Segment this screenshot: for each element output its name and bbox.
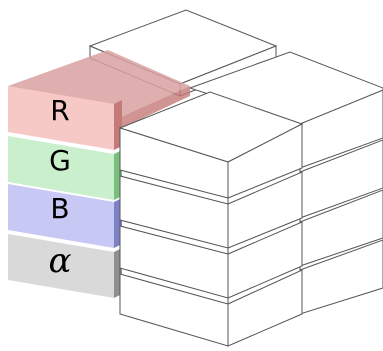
channel-g-label: G — [49, 144, 71, 177]
front-slab-3-side — [227, 221, 303, 299]
channel-r-label: R — [50, 94, 69, 127]
channel-a-label: α — [49, 241, 72, 281]
front-cube-stack — [118, 91, 304, 347]
red-top-side — [114, 86, 190, 128]
channel-a-front — [8, 234, 114, 298]
channel-r-front — [8, 86, 114, 150]
front-slab-2-side — [227, 171, 303, 249]
channel-g-front — [8, 136, 114, 200]
front-slab-4-side — [227, 269, 303, 347]
channel-b-front — [8, 184, 114, 248]
red-top-face — [8, 50, 190, 120]
front-slab-1-side — [227, 123, 303, 199]
channel-b-label: B — [50, 192, 69, 225]
